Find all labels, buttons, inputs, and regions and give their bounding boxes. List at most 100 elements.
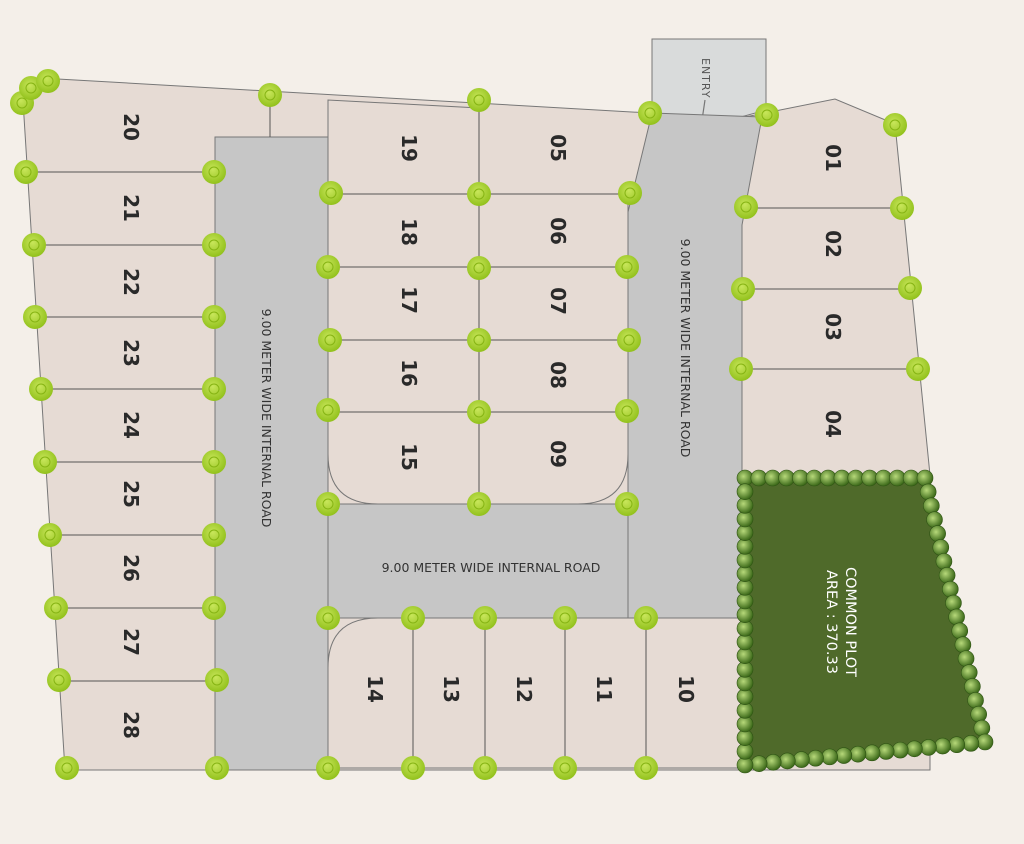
plot-27[interactable]: 27 bbox=[119, 628, 143, 656]
plot-16[interactable]: 16 bbox=[397, 359, 421, 387]
plot-28[interactable]: 28 bbox=[119, 711, 143, 739]
road-right-label: 9.00 METER WIDE INTERNAL ROAD bbox=[678, 239, 693, 458]
tree-icon bbox=[316, 756, 340, 780]
tree-icon bbox=[618, 181, 642, 205]
tree-icon bbox=[906, 357, 930, 381]
tree-icon bbox=[205, 668, 229, 692]
tree-icon bbox=[467, 88, 491, 112]
plot-11[interactable]: 11 bbox=[592, 675, 616, 703]
shrub-icon bbox=[948, 608, 965, 626]
tree-icon bbox=[898, 276, 922, 300]
road-middle-label: 9.00 METER WIDE INTERNAL ROAD bbox=[382, 560, 601, 575]
tree-icon bbox=[14, 160, 38, 184]
shrub-icon bbox=[849, 745, 867, 763]
tree-icon bbox=[473, 606, 497, 630]
plot-25[interactable]: 25 bbox=[119, 480, 143, 508]
plot-06[interactable]: 06 bbox=[546, 217, 570, 245]
shrub-icon bbox=[951, 622, 969, 640]
road-middle bbox=[327, 503, 629, 619]
tree-icon bbox=[202, 305, 226, 329]
plot-10[interactable]: 10 bbox=[674, 675, 698, 703]
tree-icon bbox=[36, 69, 60, 93]
tree-icon bbox=[634, 756, 658, 780]
entry-label: ENTRY bbox=[699, 58, 712, 99]
inner-block bbox=[327, 99, 629, 505]
plot-05[interactable]: 05 bbox=[546, 134, 570, 162]
road-left-label: 9.00 METER WIDE INTERNAL ROAD bbox=[259, 309, 274, 528]
plot-09[interactable]: 09 bbox=[546, 440, 570, 468]
common-plot-area: AREA : 370.33 bbox=[823, 570, 839, 674]
tree-icon bbox=[883, 113, 907, 137]
plot-26[interactable]: 26 bbox=[119, 554, 143, 582]
tree-icon bbox=[734, 195, 758, 219]
plot-04[interactable]: 04 bbox=[821, 410, 845, 438]
tree-icon bbox=[553, 606, 577, 630]
plot-13[interactable]: 13 bbox=[439, 675, 463, 703]
shrub-icon bbox=[736, 483, 754, 500]
tree-icon bbox=[473, 756, 497, 780]
tree-icon bbox=[29, 377, 53, 401]
plot-22[interactable]: 22 bbox=[119, 268, 143, 296]
plot-02[interactable]: 02 bbox=[821, 230, 845, 258]
shrub-icon bbox=[934, 737, 951, 755]
plot-20[interactable]: 20 bbox=[119, 113, 143, 141]
tree-icon bbox=[23, 305, 47, 329]
tree-icon bbox=[467, 182, 491, 206]
tree-icon bbox=[316, 255, 340, 279]
plot-23[interactable]: 23 bbox=[119, 339, 143, 367]
plot-03[interactable]: 03 bbox=[821, 313, 845, 341]
plot-18[interactable]: 18 bbox=[397, 218, 421, 246]
shrub-icon bbox=[863, 744, 881, 762]
shrub-icon bbox=[964, 678, 981, 695]
tree-icon bbox=[202, 377, 226, 401]
shrub-icon bbox=[957, 650, 975, 667]
tree-icon bbox=[44, 596, 68, 620]
shrub-icon bbox=[960, 664, 978, 681]
shrub-icon bbox=[935, 553, 953, 570]
common-plot-hedge bbox=[736, 469, 994, 774]
tree-icon bbox=[22, 233, 46, 257]
plot-24[interactable]: 24 bbox=[119, 411, 143, 439]
plot-12[interactable]: 12 bbox=[512, 675, 536, 703]
tree-icon bbox=[319, 181, 343, 205]
tree-icon bbox=[467, 492, 491, 516]
shrub-icon bbox=[835, 747, 853, 764]
tree-icon bbox=[38, 523, 62, 547]
tree-icon bbox=[890, 196, 914, 220]
shrub-icon bbox=[906, 740, 923, 758]
plot-17[interactable]: 17 bbox=[397, 286, 421, 314]
tree-icon bbox=[202, 523, 226, 547]
shrub-icon bbox=[919, 483, 937, 501]
shrub-icon bbox=[962, 735, 980, 752]
tree-icon bbox=[615, 492, 639, 516]
plot-08[interactable]: 08 bbox=[546, 361, 570, 389]
shrub-icon bbox=[941, 580, 959, 598]
plot-14[interactable]: 14 bbox=[363, 675, 387, 703]
shrub-icon bbox=[973, 719, 991, 737]
plot-01[interactable]: 01 bbox=[821, 144, 845, 172]
plot-07[interactable]: 07 bbox=[546, 287, 570, 315]
plot-15[interactable]: 15 bbox=[397, 443, 421, 471]
shrub-icon bbox=[929, 525, 946, 542]
tree-icon bbox=[731, 277, 755, 301]
shrub-icon bbox=[948, 736, 966, 754]
tree-icon bbox=[202, 450, 226, 474]
tree-icon bbox=[467, 400, 491, 424]
shrub-icon bbox=[764, 753, 782, 771]
shrub-icon bbox=[807, 749, 824, 767]
tree-icon bbox=[47, 668, 71, 692]
shrub-icon bbox=[967, 692, 984, 709]
tree-icon bbox=[638, 101, 662, 125]
tree-icon bbox=[615, 255, 639, 279]
plot-19[interactable]: 19 bbox=[397, 134, 421, 162]
shrub-icon bbox=[945, 594, 962, 612]
plot-21[interactable]: 21 bbox=[119, 194, 143, 222]
shrub-icon bbox=[821, 748, 839, 766]
shrub-icon bbox=[793, 751, 810, 768]
shrub-icon bbox=[926, 511, 943, 528]
tree-icon bbox=[318, 328, 342, 352]
tree-icon bbox=[401, 756, 425, 780]
shrub-icon bbox=[779, 752, 796, 770]
tree-icon bbox=[401, 606, 425, 630]
